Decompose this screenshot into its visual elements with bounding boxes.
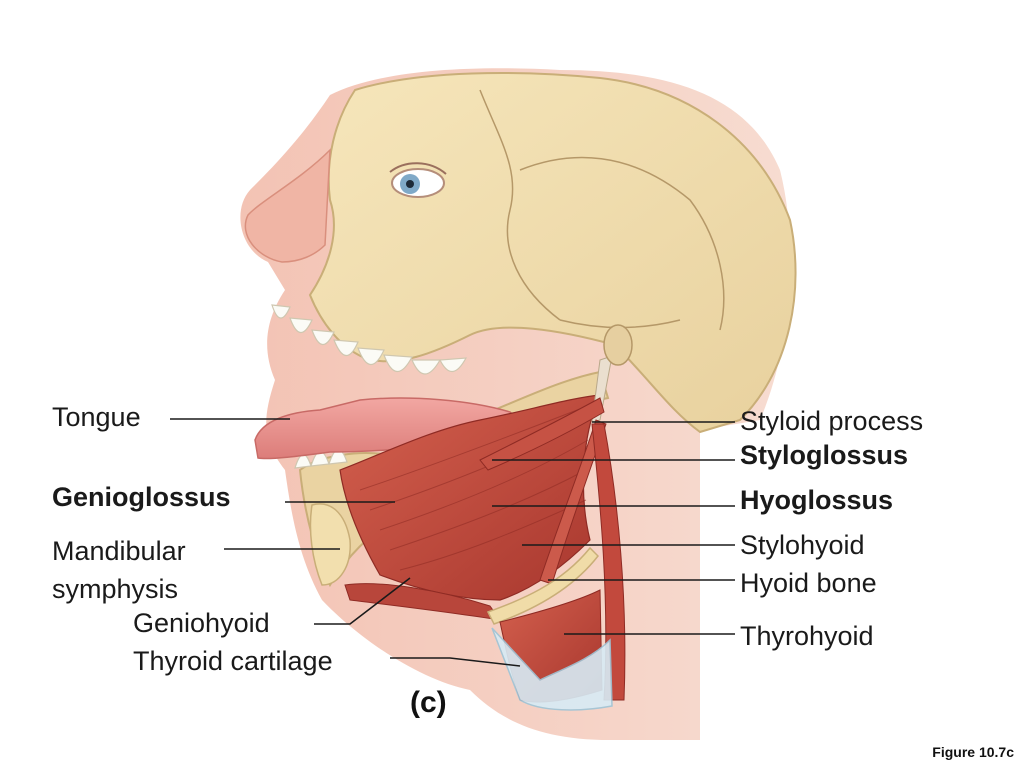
label-mandibular-symphysis-line1: Mandibular [52,536,186,566]
label-hyoglossus: Hyoglossus [740,485,894,515]
label-styloid-process: Styloid process [740,406,924,436]
styloglossus [479,397,605,471]
leader-lines [170,418,735,667]
label-thyrohyoid: Thyrohyoid [740,621,874,651]
label-styloglossus: Styloglossus [740,440,909,470]
label-tongue: Tongue [52,402,141,432]
upper-teeth [271,304,468,375]
eye [389,162,447,198]
label-thyroid-cartilage: Thyroid cartilage [133,646,333,676]
mandibular-symphysis [309,503,351,586]
posterior-strap-muscle [591,423,626,701]
label-genioglossus: Genioglossus [52,482,231,512]
stylohyoid [539,419,607,585]
hyoid-bone [486,546,599,625]
label-hyoid-bone: Hyoid bone [740,568,877,598]
label-stylohyoid: Stylohyoid [740,530,865,560]
nose [244,148,331,263]
label-geniohyoid: Geniohyoid [133,608,270,638]
geniohyoid-leader [314,577,411,625]
figure-caption: Figure 10.7c [932,744,1014,760]
panel-label: (c) [410,686,447,719]
label-mandibular-symphysis-line2: symphysis [52,574,179,604]
thyroid-cartilage [491,627,613,711]
thyroid-cartilage-leader [390,657,521,667]
